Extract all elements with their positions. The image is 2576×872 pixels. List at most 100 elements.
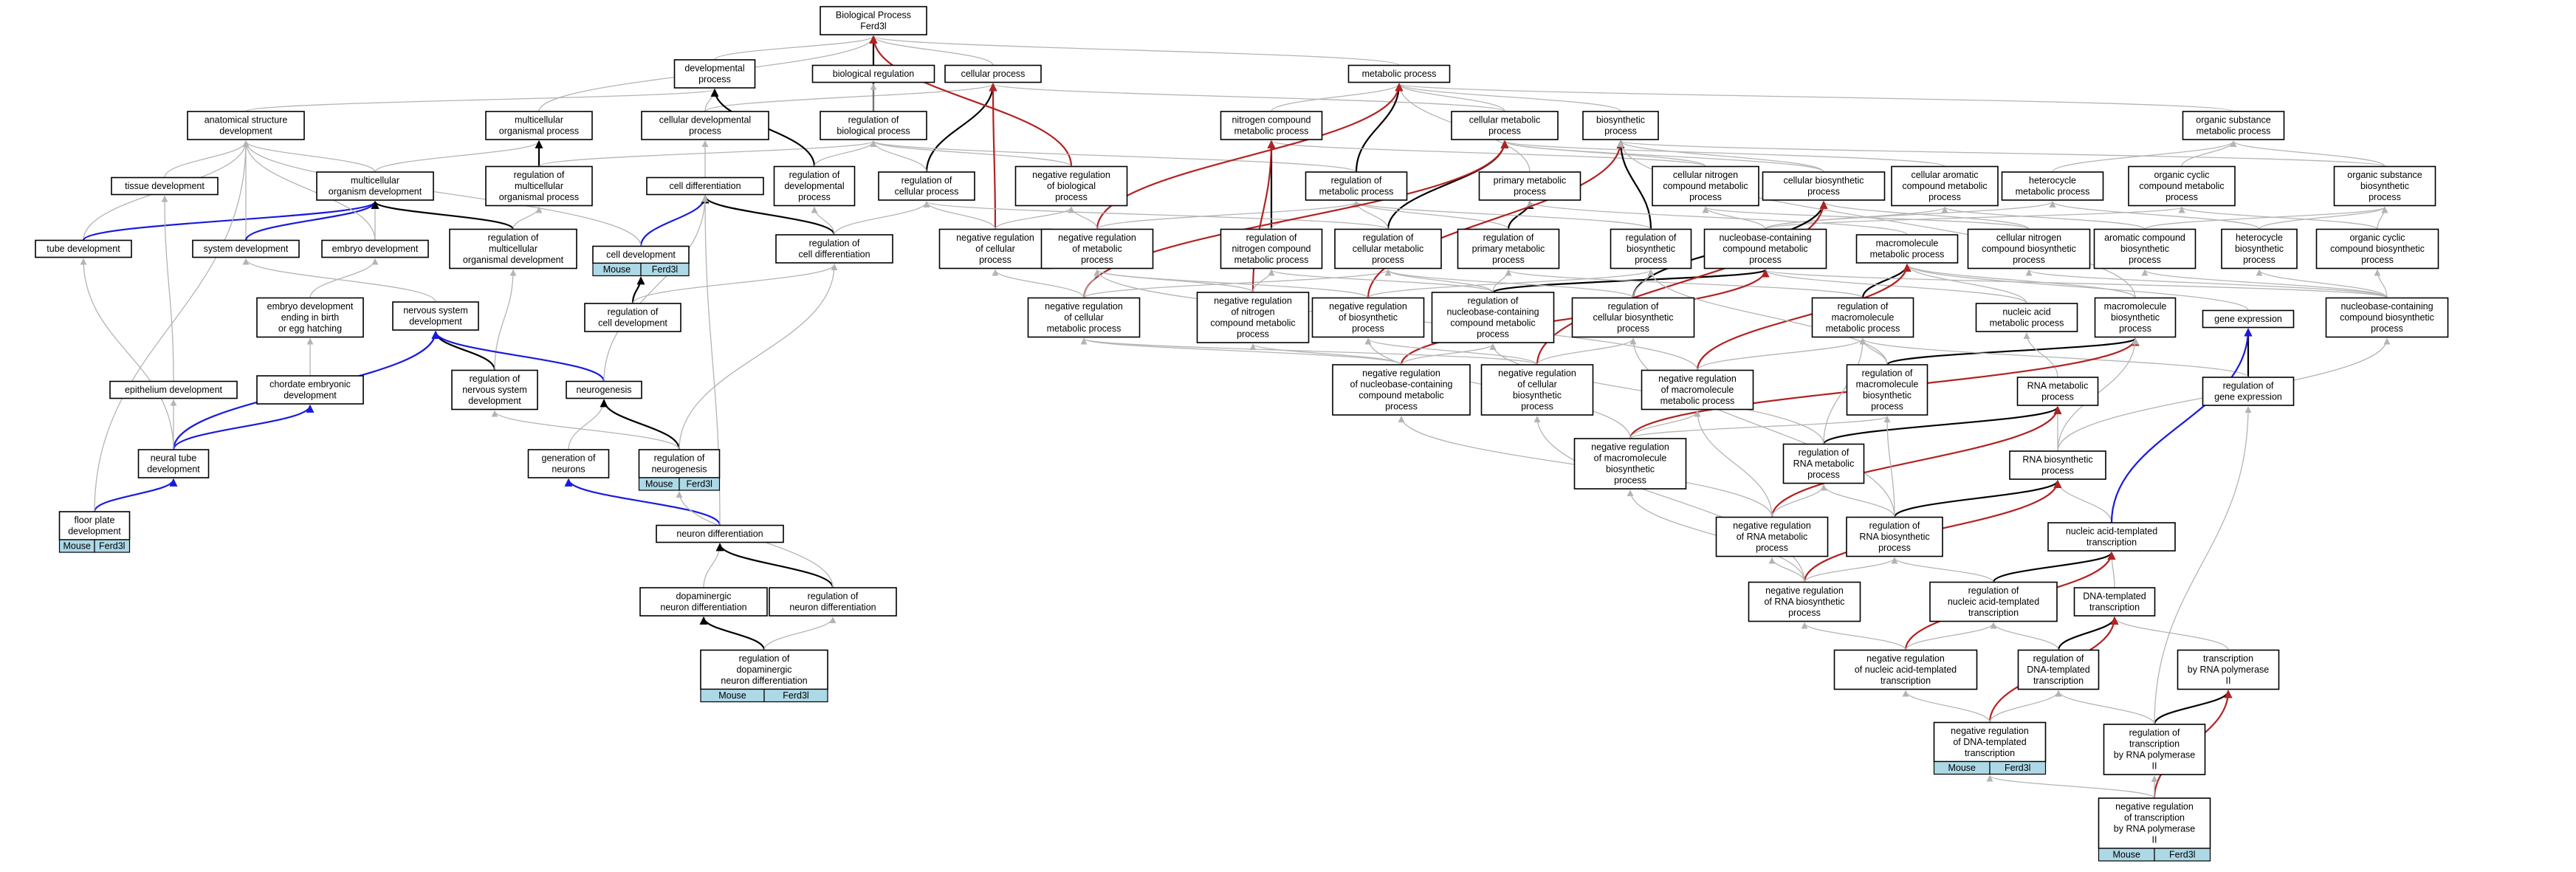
edge-is-a	[2181, 140, 2237, 167]
node-celldiff[interactable]: cell differentiation	[646, 176, 764, 196]
node-system[interactable]: system development	[192, 239, 300, 258]
node-neurondiff[interactable]: neuron differentiation	[656, 524, 784, 543]
node-tissue[interactable]: tissue development	[111, 176, 219, 196]
node-label-line: process	[1488, 126, 1521, 137]
annotation-tag-species: Mouse	[1948, 763, 1976, 773]
edge-is-a	[1536, 337, 1637, 365]
node-tube[interactable]: tube development	[35, 239, 132, 258]
node-neurogenesis[interactable]: neurogenesis	[566, 380, 642, 399]
node-regnbcmp[interactable]: regulation ofnucleobase-containingcompou…	[1431, 292, 1555, 343]
node-box	[1332, 364, 1471, 416]
node-bioreg[interactable]: biological regulation	[811, 64, 935, 83]
edge-is-a	[870, 140, 1357, 173]
node-metproc[interactable]: metabolic process	[1347, 64, 1451, 83]
node-box	[646, 176, 764, 196]
node-regmacrobp[interactable]: regulation ofmacromoleculebiosyntheticpr…	[1846, 364, 1928, 416]
node-epith[interactable]: epithelium development	[109, 380, 238, 399]
node-label-line: compound biosynthetic	[2330, 244, 2425, 254]
node-cellproc[interactable]: cellular process	[944, 64, 1042, 83]
node-embryo[interactable]: embryo development	[321, 239, 429, 258]
node-geneexp[interactable]: gene expression	[2202, 309, 2295, 329]
